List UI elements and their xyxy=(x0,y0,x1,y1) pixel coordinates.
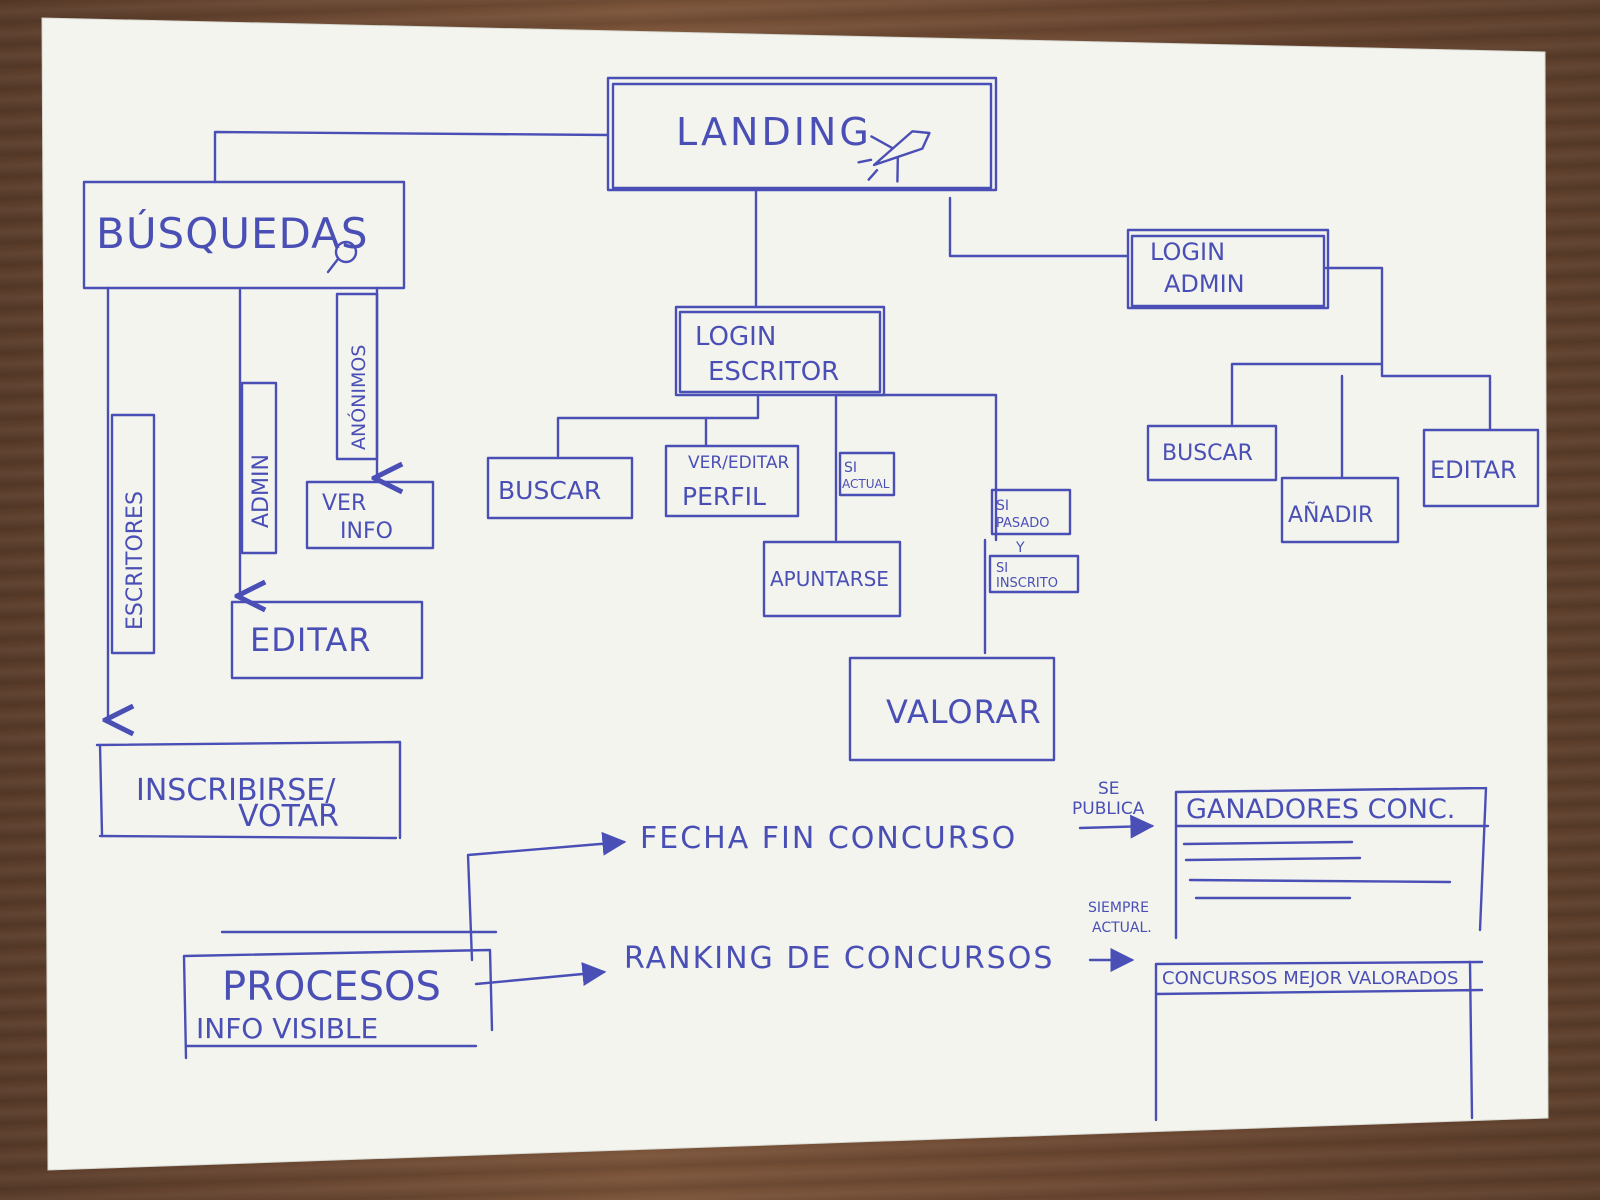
editar-left-label: EDITAR xyxy=(250,621,371,659)
landing-node: LANDING xyxy=(606,76,998,192)
se-publica-arrow xyxy=(1078,814,1155,839)
si-inscrito-line1: SI xyxy=(996,561,1008,576)
anonimos-label: ANÓNIMOS xyxy=(346,345,370,450)
busquedas-label: BÚSQUEDAS xyxy=(96,208,369,258)
inscribirse-line1: INSCRIBIRSE/ xyxy=(136,773,336,808)
valorar-label: VALORAR xyxy=(886,693,1042,731)
login-escritor-line2: ESCRITOR xyxy=(708,357,839,387)
procesos-node: PROCESOS INFO VISIBLE xyxy=(182,930,498,1060)
landing-label: LANDING xyxy=(676,110,872,154)
ver-info-line1: VER xyxy=(322,491,366,516)
escritor-to-buscar-line xyxy=(556,393,760,458)
mejor-valorados-label: CONCURSOS MEJOR VALORADOS xyxy=(1162,968,1458,989)
si-actual-tag: SI ACTUAL xyxy=(838,451,896,497)
landing-to-login-admin-line xyxy=(948,196,1130,258)
login-admin-line1: LOGIN xyxy=(1150,238,1225,266)
ver-info-node: VER INFO xyxy=(305,480,435,550)
branch-admin: ADMIN xyxy=(240,381,278,555)
branch-escritores: ESCRITORES xyxy=(110,413,156,655)
login-admin-node: LOGIN ADMIN xyxy=(1126,228,1330,310)
si-inscrito-tag: SI INSCRITO xyxy=(988,554,1080,594)
inscribirse-line2: VOTAR xyxy=(238,799,339,834)
si-actual-line1: SI xyxy=(844,460,857,476)
escritor-buscar-label: BUSCAR xyxy=(498,476,601,505)
siempre-actual-line1: SIEMPRE xyxy=(1088,900,1149,916)
y-label: Y xyxy=(1015,540,1025,556)
mejor-valorados-panel: CONCURSOS MEJOR VALORADOS xyxy=(1154,960,1484,1122)
ver-editar-line2: PERFIL xyxy=(682,482,766,511)
si-pasado-line2: PASADO xyxy=(996,516,1050,531)
landing-to-busquedas-line xyxy=(213,130,610,184)
fecha-fin-label: FECHA FIN CONCURSO xyxy=(640,821,1017,856)
siempre-actual-line2: ACTUAL. xyxy=(1092,920,1152,936)
inscribirse-node: INSCRIBIRSE/ VOTAR xyxy=(95,740,402,840)
ver-editar-line1: VER/EDITAR xyxy=(688,453,789,473)
magnifier-icon xyxy=(326,240,358,274)
admin-anadir-label: AÑADIR xyxy=(1288,501,1373,528)
apuntarse-label: APUNTARSE xyxy=(770,567,889,591)
si-pasado-tag: SI PASADO xyxy=(990,488,1072,536)
busquedas-node: BÚSQUEDAS xyxy=(82,180,406,290)
procesos-line2: INFO VISIBLE xyxy=(196,1012,378,1045)
ranking-label: RANKING DE CONCURSOS xyxy=(624,941,1054,976)
procesos-to-ranking-arrow xyxy=(474,962,607,986)
admin-editar-node: EDITAR xyxy=(1422,428,1540,508)
escritor-to-valorar-line xyxy=(834,393,998,655)
admin-buscar-label: BUSCAR xyxy=(1162,441,1253,466)
ganadores-label: GANADORES CONC. xyxy=(1186,794,1455,825)
login-escritor-line1: LOGIN xyxy=(695,322,776,352)
admin-buscar-node: BUSCAR xyxy=(1146,424,1278,482)
ver-info-line2: INFO xyxy=(340,519,393,544)
procesos-to-fecha-arrow xyxy=(466,831,627,962)
apuntarse-node: APUNTARSE xyxy=(762,540,902,618)
escritor-buscar-node: BUSCAR xyxy=(486,456,634,520)
si-actual-line2: ACTUAL xyxy=(842,477,890,491)
se-publica-line1: SE xyxy=(1098,779,1120,799)
admin-tree-lines xyxy=(1230,266,1492,480)
rocket-icon xyxy=(857,130,931,183)
admin-label: ADMIN xyxy=(249,454,274,528)
login-escritor-node: LOGIN ESCRITOR xyxy=(674,305,886,397)
valorar-node: VALORAR xyxy=(848,656,1056,762)
login-admin-line2: ADMIN xyxy=(1164,270,1245,298)
branch-anonimos: ANÓNIMOS xyxy=(335,292,379,461)
se-publica-line2: PUBLICA xyxy=(1072,799,1145,819)
admin-editar-label: EDITAR xyxy=(1430,456,1517,484)
ver-editar-perfil-node: VER/EDITAR PERFIL xyxy=(664,444,800,518)
procesos-line1: PROCESOS xyxy=(222,964,441,1010)
ganadores-panel: GANADORES CONC. xyxy=(1174,786,1490,940)
escritores-label: ESCRITORES xyxy=(123,491,148,630)
si-pasado-line1: SI xyxy=(996,498,1009,514)
editar-left-node: EDITAR xyxy=(230,600,424,680)
si-inscrito-line2: INSCRITO xyxy=(996,576,1058,591)
admin-anadir-node: AÑADIR xyxy=(1280,476,1400,544)
